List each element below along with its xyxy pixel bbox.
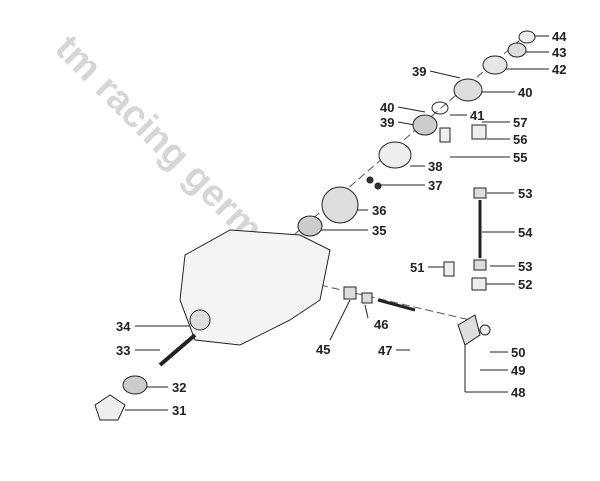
part-label: 39 [380, 115, 395, 130]
part-label: 54 [518, 225, 533, 240]
part-label: 42 [552, 62, 567, 77]
part-label: 35 [372, 223, 387, 238]
part-label: 41 [470, 108, 485, 123]
part-label: 55 [513, 150, 528, 165]
part-label: 38 [428, 159, 443, 174]
part-label: 52 [518, 277, 533, 292]
part-label: 48 [511, 385, 526, 400]
part-label: 56 [513, 132, 528, 147]
part-label: 49 [511, 363, 526, 378]
part-label: 47 [378, 343, 393, 358]
part-label: 33 [116, 343, 131, 358]
part-label: 44 [552, 29, 567, 44]
part-label: 34 [116, 319, 131, 334]
part-label: 53 [518, 186, 533, 201]
part-label: 45 [316, 342, 331, 357]
part-label: 39 [412, 64, 427, 79]
part-label: 31 [172, 403, 187, 418]
part-label: 57 [513, 115, 528, 130]
part-label: 46 [374, 317, 389, 332]
part-label: 40 [380, 100, 395, 115]
part-label: 51 [410, 260, 425, 275]
part-label: 37 [428, 178, 443, 193]
part-label: 50 [511, 345, 526, 360]
part-label: 43 [552, 45, 567, 60]
part-label: 32 [172, 380, 187, 395]
part-label: 40 [518, 85, 533, 100]
part-label: 36 [372, 203, 387, 218]
part-label: 53 [518, 259, 533, 274]
